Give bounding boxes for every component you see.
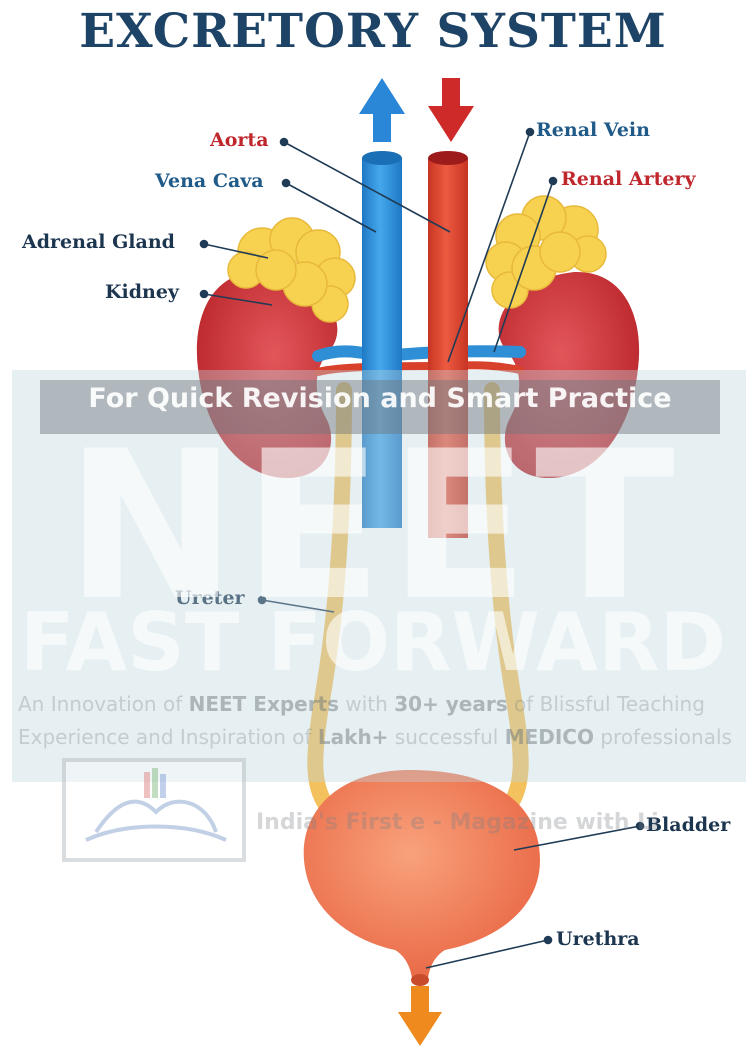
- watermark-brand-sub: FAST FORWARD: [0, 596, 746, 689]
- watermark-logo-icon: [66, 762, 242, 858]
- label-renal-vein: Renal Vein: [536, 119, 650, 141]
- label-urethra: Urethra: [556, 928, 640, 950]
- label-vena-cava: Vena Cava: [155, 170, 264, 192]
- watermark-line-1: An Innovation of NEET Experts with 30+ y…: [18, 692, 705, 716]
- label-aorta: Aorta: [210, 129, 269, 151]
- aorta-inflow-arrow: [428, 78, 474, 142]
- label-kidney: Kidney: [105, 281, 179, 303]
- vena-cava-outflow-arrow: [359, 78, 405, 142]
- urine-outflow-arrow: [398, 986, 442, 1046]
- urethra-opening: [411, 974, 429, 986]
- bladder: [304, 770, 540, 978]
- watermark-line-2: Experience and Inspiration of Lakh+ succ…: [18, 725, 732, 749]
- watermark-magazine-text: India's First e - Magazine with Li: [256, 810, 659, 835]
- label-adrenal-gland: Adrenal Gland: [22, 231, 175, 253]
- watermark-logo: [62, 758, 246, 862]
- label-renal-artery: Renal Artery: [561, 168, 696, 190]
